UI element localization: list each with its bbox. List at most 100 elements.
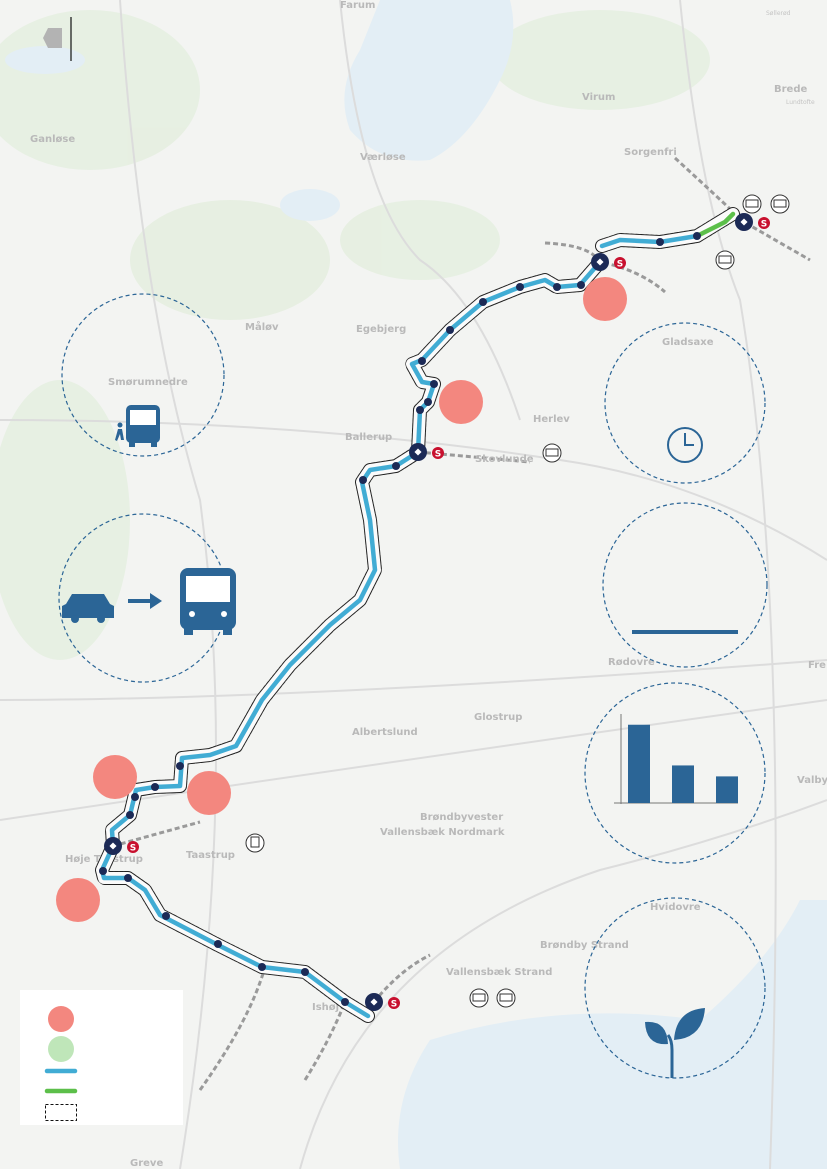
bus-stop bbox=[214, 940, 222, 948]
bus-stop bbox=[418, 357, 426, 365]
place-label: Værløse bbox=[360, 152, 406, 163]
bus-stop bbox=[430, 380, 438, 388]
place-label: Virum bbox=[582, 92, 615, 103]
bus-stop bbox=[341, 998, 349, 1006]
bus-stops bbox=[99, 232, 701, 1006]
car-to-bus-icon bbox=[62, 568, 236, 635]
bus-icon bbox=[742, 194, 762, 214]
info-circle-environment bbox=[584, 897, 766, 1079]
station-diamond-icon bbox=[740, 218, 748, 226]
info-circle-length bbox=[602, 502, 768, 668]
bus-icon bbox=[469, 988, 489, 1008]
place-label: Fre bbox=[808, 660, 826, 671]
info-circle-time bbox=[604, 322, 766, 484]
s-train-icon bbox=[614, 257, 626, 269]
station-diamond-icon bbox=[370, 998, 378, 1006]
lakes bbox=[5, 0, 827, 1169]
s-train-icon bbox=[758, 217, 770, 229]
place-label: Lundtofte bbox=[786, 99, 815, 106]
bus-icon bbox=[715, 250, 735, 270]
red-zone bbox=[439, 380, 483, 424]
bus-stop bbox=[656, 238, 664, 246]
s-train-icon bbox=[388, 997, 400, 1009]
train-icon bbox=[496, 988, 516, 1008]
bus-stop bbox=[131, 793, 139, 801]
place-label: Hvidovre bbox=[650, 902, 701, 913]
place-label: Egebjerg bbox=[356, 324, 406, 335]
place-label: Gladsaxe bbox=[662, 337, 714, 348]
legend-green-zone bbox=[48, 1036, 74, 1062]
bus-stop bbox=[693, 232, 701, 240]
red-zone bbox=[583, 277, 627, 321]
bus-stop bbox=[424, 398, 432, 406]
red-zone bbox=[93, 755, 137, 799]
bus-stop bbox=[301, 968, 309, 976]
train-station: S bbox=[591, 253, 626, 271]
info-circle-chart bbox=[584, 682, 766, 864]
s-train-letter: S bbox=[435, 450, 441, 460]
place-label: Vallensbæk Strand bbox=[446, 967, 552, 978]
page-tab-marker bbox=[43, 28, 62, 48]
bus-stop bbox=[126, 811, 134, 819]
bus-stop bbox=[553, 283, 561, 291]
station-diamond-icon bbox=[414, 448, 422, 456]
bus-stop bbox=[359, 476, 367, 484]
station-diamond-icon bbox=[109, 842, 117, 850]
route-line-existing bbox=[694, 211, 736, 239]
train-station: S bbox=[409, 443, 444, 461]
s-train-letter: S bbox=[617, 260, 623, 270]
bus-stop bbox=[162, 912, 170, 920]
legend-red-zone bbox=[48, 1006, 74, 1032]
bus-stop bbox=[392, 462, 400, 470]
s-train-letter: S bbox=[130, 844, 136, 854]
train-station: S bbox=[735, 213, 770, 231]
place-label: Søllerød bbox=[766, 10, 791, 17]
place-labels: FarumVirumBredeSorgenfriVærløseSøllerødL… bbox=[30, 0, 827, 1169]
info-circle-walk-bus bbox=[61, 293, 225, 457]
bus-stop bbox=[151, 783, 159, 791]
red-zone bbox=[56, 878, 100, 922]
s-train-letter: S bbox=[761, 220, 767, 230]
arrow-icon bbox=[128, 593, 162, 609]
s-train-icon bbox=[432, 447, 444, 459]
place-label: Greve bbox=[130, 1158, 163, 1169]
leaf-plant-icon bbox=[645, 1008, 705, 1078]
stations: S S S S S bbox=[104, 213, 770, 1011]
bus-stop bbox=[124, 874, 132, 882]
place-label: Brede bbox=[774, 84, 807, 95]
green-areas bbox=[0, 10, 710, 660]
bus-stop bbox=[577, 281, 585, 289]
legend-corridor bbox=[45, 1104, 77, 1121]
chart-bar-2 bbox=[672, 765, 694, 803]
bus-icon bbox=[542, 443, 562, 463]
train-icon bbox=[770, 194, 790, 214]
s-train-icon bbox=[127, 841, 139, 853]
route-length-bar bbox=[632, 630, 738, 634]
chart-bar-3 bbox=[716, 776, 738, 803]
info-circles bbox=[58, 293, 768, 1079]
place-label: Smørumnedre bbox=[108, 377, 188, 388]
chart-bar-1 bbox=[628, 724, 650, 803]
place-label: Brøndby Strand bbox=[540, 940, 629, 951]
s-train-letter: S bbox=[391, 1000, 397, 1010]
transfer-icons bbox=[245, 194, 790, 1008]
bus-stop bbox=[479, 298, 487, 306]
place-label: Rødovre bbox=[608, 657, 655, 668]
legend bbox=[20, 990, 183, 1125]
place-label: Skovlunde bbox=[475, 454, 534, 465]
place-label: Ganløse bbox=[30, 134, 75, 145]
bus-stop bbox=[99, 867, 107, 875]
place-label: Glostrup bbox=[474, 712, 522, 723]
bus-stop bbox=[258, 963, 266, 971]
place-label: Ballerup bbox=[345, 432, 392, 443]
bus-stop bbox=[516, 283, 524, 291]
train-station: S bbox=[365, 993, 400, 1011]
red-zone bbox=[187, 771, 231, 815]
place-label: Ishøj bbox=[312, 1002, 339, 1013]
place-label: Sorgenfri bbox=[624, 147, 677, 158]
train-icon bbox=[245, 833, 265, 853]
pedestrian-bus-icon bbox=[115, 405, 160, 447]
place-label: Albertslund bbox=[352, 727, 418, 738]
